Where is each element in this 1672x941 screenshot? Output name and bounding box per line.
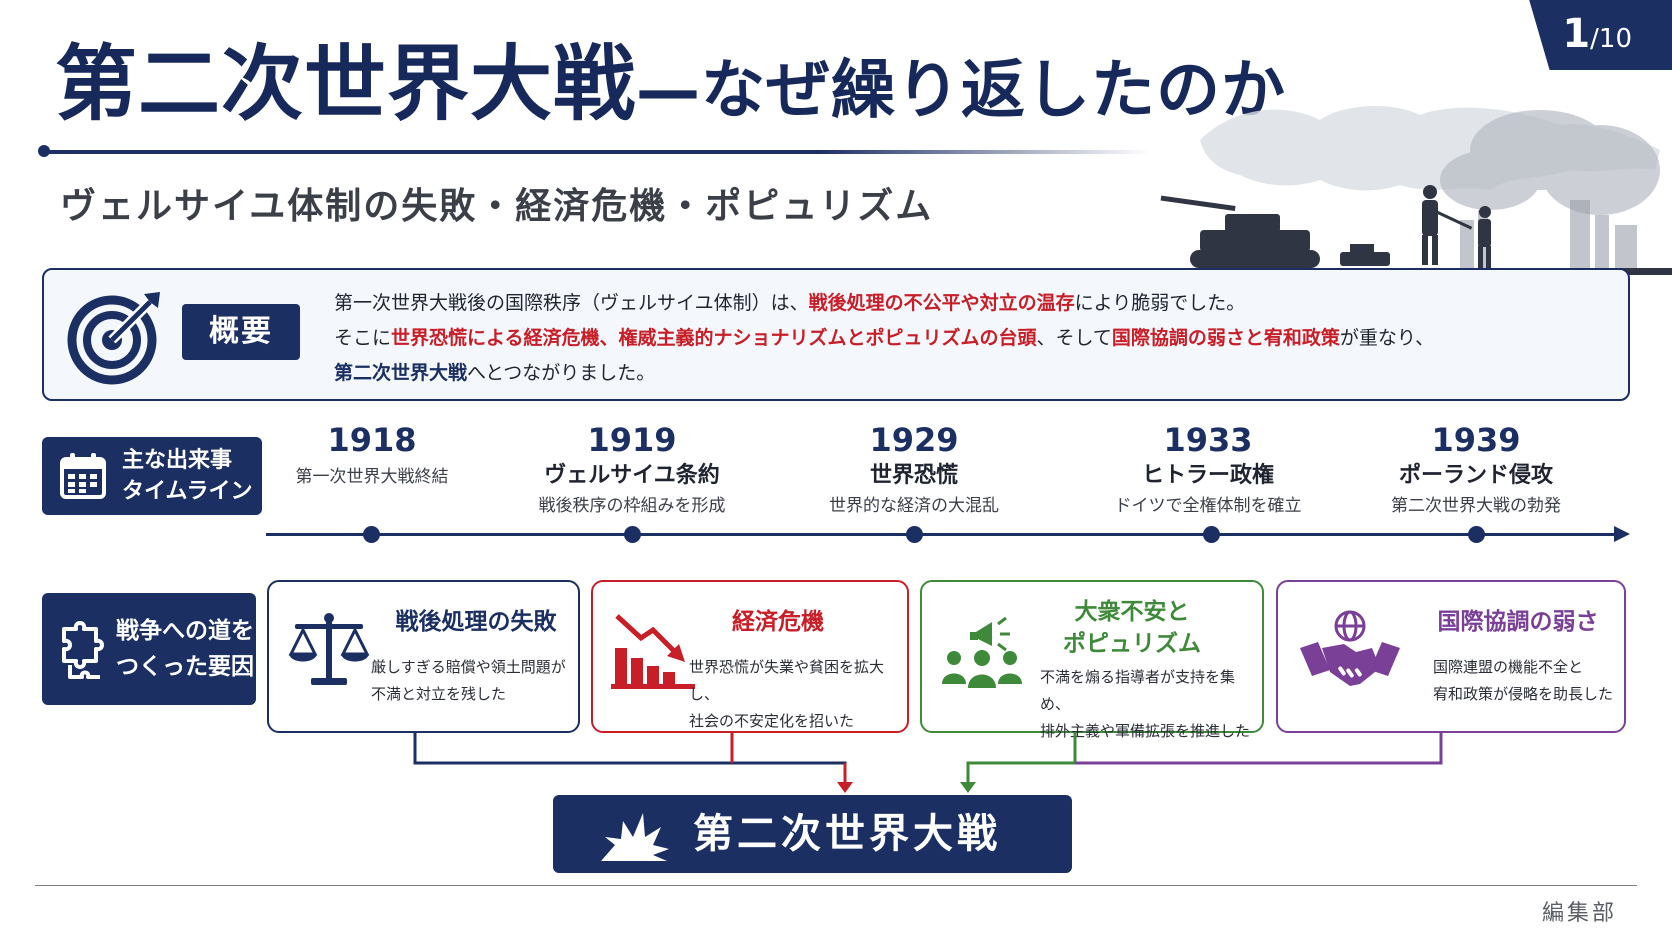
summary-line-3: 第二次世界大戦へとつながりました。 [334, 356, 1614, 391]
causes-label: 戦争への道を つくった要因 [42, 593, 256, 705]
summary-text-run: により脆弱でした。 [1074, 292, 1246, 314]
timeline-event: 1918 第一次世界大戦終結 [242, 420, 502, 494]
timeline-label: 主な出来事 タイムライン [42, 437, 262, 515]
summary-text-run: 第一次世界大戦後の国際秩序（ヴェルサイユ体制）は、 [334, 292, 809, 314]
cause-card-desc-line: 不満を煽る指導者が支持を集め、 [1040, 668, 1236, 713]
title-rule [40, 150, 1150, 154]
timeline-label-text: 主な出来事 タイムライン [122, 445, 252, 507]
summary-highlight: 戦後処理の不公平や対立の温存 [808, 292, 1075, 314]
page-total: /10 [1590, 24, 1632, 54]
title-sub: なぜ繰り返したのか [701, 54, 1287, 128]
summary-highlight: 第二次世界大戦 [334, 362, 468, 384]
summary-text-run: そこに [334, 327, 392, 349]
timeline-dot [624, 526, 641, 543]
event-year: 1918 [327, 421, 417, 459]
target-icon [67, 292, 160, 385]
result-banner: 第二次世界大戦 [553, 795, 1072, 873]
summary-text-run: 、そして [1036, 327, 1112, 349]
cause-card-title-line: 大衆不安と [1074, 599, 1190, 625]
cause-card-desc-line: 世界恐慌が失業や貧困を拡大し、 [689, 658, 885, 703]
page-number: 1/10 [1562, 14, 1632, 59]
timeline-event: 1919 ヴェルサイユ条約 戦後秩序の枠組みを形成 [502, 420, 762, 520]
timeline-dot [906, 526, 923, 543]
timeline-arrow [1614, 526, 1630, 542]
summary-highlight: 国際協調の弱さと宥和政策 [1111, 327, 1340, 349]
timeline-axis [266, 533, 1618, 536]
summary-text: 第一次世界大戦後の国際秩序（ヴェルサイユ体制）は、戦後処理の不公平や対立の温存に… [334, 286, 1614, 391]
causes-label-text: 戦争への道を つくった要因 [116, 613, 254, 685]
event-description: 世界的な経済の大混乱 [829, 496, 999, 516]
cause-connectors [413, 733, 1443, 793]
cause-card-international: 国際協調の弱さ 国際連盟の機能不全と 宥和政策が侵略を助長した [1276, 580, 1626, 733]
page-current: 1 [1562, 11, 1591, 57]
causes-label-line: 戦争への道を [116, 618, 254, 644]
cause-card-desc-line: 排外主義や軍備拡張を推進した [1040, 722, 1251, 740]
event-name: ヒトラー政権 [1141, 463, 1274, 488]
cause-card-title: 戦後処理の失敗 [395, 609, 557, 635]
cause-card-title: 経済危機 [732, 609, 824, 635]
cause-card-title-line: ポピュリズム [1063, 631, 1201, 657]
timeline-label-line: タイムライン [122, 479, 253, 504]
summary-line-2: そこに世界恐慌による経済危機、権威主義的ナショナリズムとポピュリズムの台頭、そし… [334, 321, 1614, 356]
event-year: 1939 [1431, 421, 1521, 459]
event-year: 1919 [587, 421, 677, 459]
cause-card-description: 国際連盟の機能不全と 宥和政策が侵略を助長した [1433, 654, 1623, 708]
war-silhouette-illustration [1160, 105, 1672, 275]
calendar-icon [60, 453, 106, 499]
event-year: 1933 [1163, 421, 1253, 459]
cause-card-desc-line: 国際連盟の機能不全と [1433, 658, 1584, 676]
title-main: 第二次世界大戦 [55, 37, 637, 132]
timeline-label-line: 主な出来事 [122, 448, 233, 473]
title-dash: — [636, 54, 702, 128]
page-title: 第二次世界大戦—なぜ繰り返したのか [55, 30, 1286, 146]
cause-card-economy: 経済危機 世界恐慌が失業や貧困を拡大し、 社会の不安定化を招いた [591, 580, 909, 733]
cause-card-desc-line: 不満と対立を残した [371, 685, 507, 703]
title-rule-dot [38, 145, 50, 157]
explosion-icon [601, 813, 669, 861]
result-label: 第二次世界大戦 [693, 811, 1001, 857]
timeline-dot [363, 526, 380, 543]
cause-card-desc-line: 社会の不安定化を招いた [689, 712, 855, 730]
puzzle-icon [62, 621, 104, 679]
summary-line-1: 第一次世界大戦後の国際秩序（ヴェルサイユ体制）は、戦後処理の不公平や対立の温存に… [334, 286, 1614, 321]
declining-chart-icon [611, 614, 695, 689]
handshake-globe-icon [1300, 610, 1400, 686]
event-name: 第一次世界大戦終結 [295, 467, 449, 487]
crowd-megaphone-icon [942, 616, 1022, 688]
cause-card-description: 厳しすぎる賠償や領土問題が 不満と対立を残した [371, 654, 576, 708]
event-year: 1929 [869, 421, 959, 459]
summary-text-run: が重なり、 [1339, 327, 1435, 349]
footer-credit: 編集部 [1541, 901, 1617, 926]
cause-card-postwar: 戦後処理の失敗 厳しすぎる賠償や領土問題が 不満と対立を残した [267, 580, 580, 733]
page-subtitle: ヴェルサイユ体制の失敗・経済危機・ポピュリズム [60, 186, 934, 227]
cause-card-description: 世界恐慌が失業や貧困を拡大し、 社会の不安定化を招いた [689, 654, 904, 735]
timeline-dot [1468, 526, 1485, 543]
page-badge [1529, 0, 1672, 70]
event-name: ヴェルサイユ条約 [544, 463, 720, 488]
cause-card-description: 不満を煽る指導者が支持を集め、 排外主義や軍備拡張を推進した [1040, 664, 1258, 745]
cause-card-populism: 大衆不安と ポピュリズム 不満を煽る指導者が支持を集め、 排外主義や軍備拡張を推… [920, 580, 1264, 740]
cause-card-desc-line: 厳しすぎる賠償や領土問題が [371, 658, 566, 676]
timeline-event: 1933 ヒトラー政権 ドイツで全権体制を確立 [1078, 420, 1338, 520]
footer-rule [35, 885, 1637, 886]
event-name: 世界恐慌 [869, 463, 958, 488]
cause-card-title: 大衆不安と ポピュリズム [1032, 596, 1232, 660]
summary-label: 概要 [182, 304, 300, 360]
timeline-event: 1929 世界恐慌 世界的な経済の大混乱 [784, 420, 1044, 520]
summary-highlight: 世界恐慌による経済危機、権威主義的ナショナリズムとポピュリズムの台頭 [391, 327, 1037, 349]
event-description: ドイツで全権体制を確立 [1114, 496, 1302, 516]
cause-card-desc-line: 宥和政策が侵略を助長した [1433, 685, 1614, 703]
summary-panel: 概要 第一次世界大戦後の国際秩序（ヴェルサイユ体制）は、戦後処理の不公平や対立の… [42, 268, 1630, 401]
summary-text-run: へとつながりました。 [467, 362, 656, 384]
scales-icon [288, 613, 370, 685]
timeline-event: 1939 ポーランド侵攻 第二次世界大戦の勃発 [1346, 420, 1606, 520]
event-name: ポーランド侵攻 [1398, 463, 1553, 488]
causes-label-line: つくった要因 [116, 654, 254, 680]
event-description: 戦後秩序の枠組みを形成 [538, 496, 726, 516]
event-description: 第二次世界大戦の勃発 [1391, 496, 1561, 516]
timeline-dot [1203, 526, 1220, 543]
cause-card-title: 国際協調の弱さ [1437, 609, 1599, 635]
